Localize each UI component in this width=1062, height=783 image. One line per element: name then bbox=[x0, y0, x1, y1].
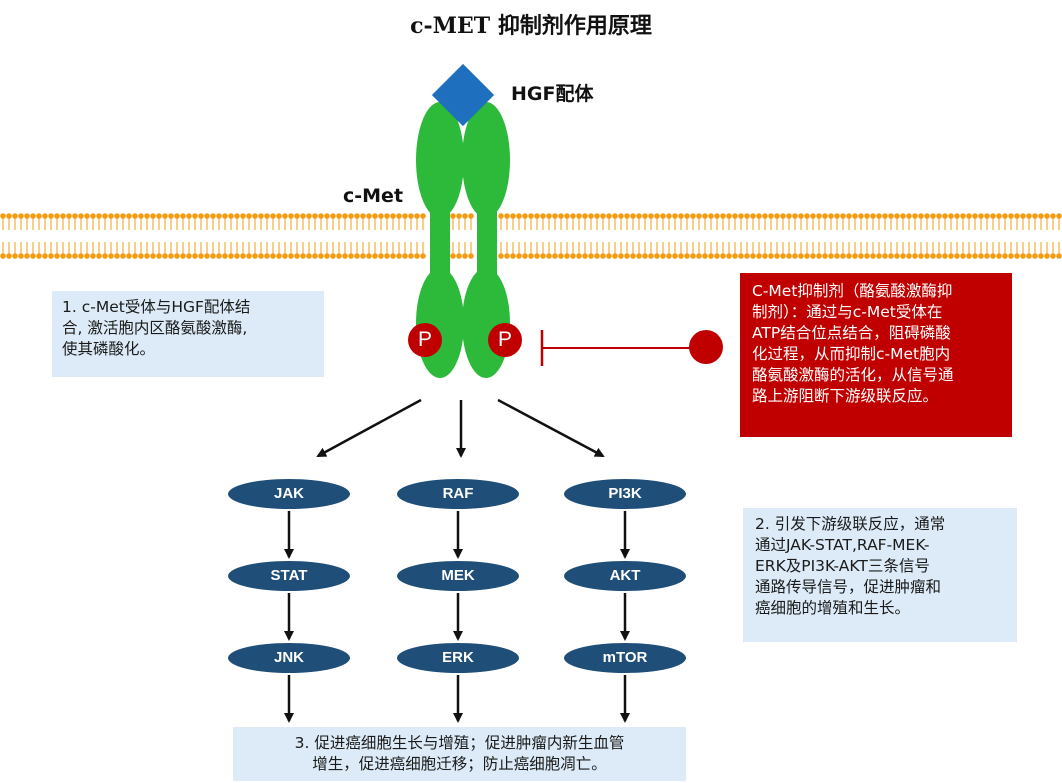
receptor-left-stem bbox=[430, 205, 450, 275]
receptor-left-bottom bbox=[416, 268, 464, 378]
receptor-right-bottom bbox=[462, 268, 510, 378]
inhibitor-drug bbox=[689, 330, 723, 364]
page-title: c-MET 抑制剂作用原理 bbox=[410, 13, 652, 39]
node-raf: RAF bbox=[397, 479, 519, 509]
pathway-arrows bbox=[284, 511, 630, 723]
phospho-left-label: P bbox=[417, 328, 432, 351]
step1-annotation: 1. c-Met受体与HGF配体结 合, 激活胞内区酪氨酸激酶, 使其磷酸化。 bbox=[52, 291, 324, 377]
arrow-to-pi3k bbox=[497, 398, 605, 458]
node-erk: ERK bbox=[397, 643, 519, 673]
phospho-right-label: P bbox=[497, 328, 512, 351]
step3-annotation: 3. 促进癌细胞生长与增殖；促进肿瘤内新生血管 增生，促进癌细胞迁移；防止癌细胞… bbox=[233, 727, 686, 781]
receptor-right-stem bbox=[477, 205, 497, 275]
node-stat: STAT bbox=[228, 561, 350, 591]
hgf-ligand-diamond bbox=[431, 63, 495, 127]
receptor-right-top bbox=[462, 102, 510, 218]
phospho-left bbox=[408, 323, 442, 357]
node-mtor: mTOR bbox=[564, 643, 686, 673]
phospho-right bbox=[488, 323, 522, 357]
cell-membrane bbox=[0, 213, 1062, 259]
arrow-to-jak bbox=[316, 398, 422, 458]
node-jnk: JNK bbox=[228, 643, 350, 673]
node-mek: MEK bbox=[397, 561, 519, 591]
node-jak: JAK bbox=[228, 479, 350, 509]
c-met-label: c-Met bbox=[343, 185, 404, 207]
inhibitor-annotation: C-Met抑制剂（酪氨酸激酶抑 制剂）：通过与c-Met受体在 ATP结合位点结… bbox=[740, 273, 1012, 437]
step2-annotation: 2. 引发下游级联反应，通常 通过JAK-STAT,RAF-MEK- ERK及P… bbox=[743, 508, 1017, 642]
receptor-left-top bbox=[416, 102, 464, 218]
node-akt: AKT bbox=[564, 561, 686, 591]
node-pi3k: PI3K bbox=[564, 479, 686, 509]
hgf-ligand-label: HGF配体 bbox=[511, 83, 594, 105]
